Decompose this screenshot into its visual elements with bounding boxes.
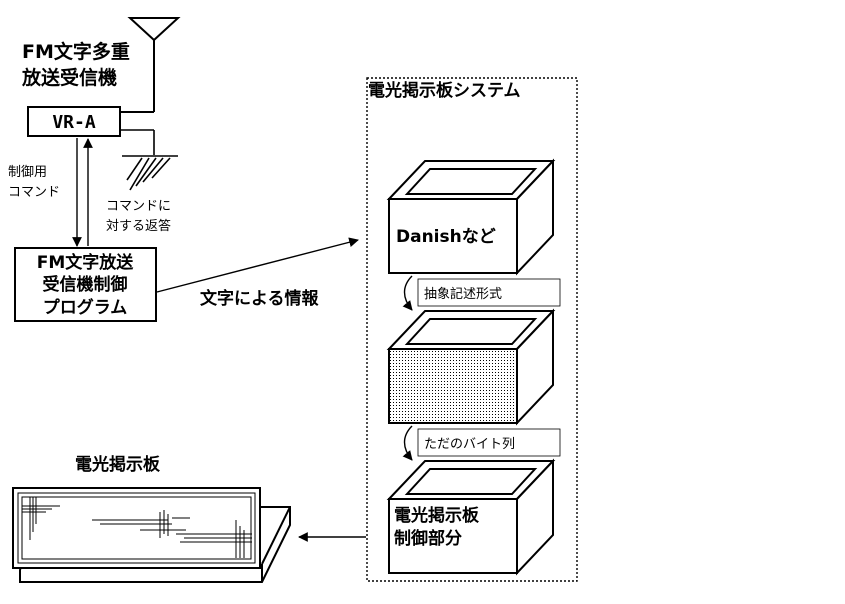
system-title: 電光掲示板システム: [368, 80, 521, 101]
program-label-line1: FM文字放送: [37, 252, 135, 273]
program-label-line3: プログラム: [43, 297, 128, 318]
system-container: [366, 77, 578, 582]
control-command-label-line1: 制御用: [8, 165, 47, 180]
text-info-label: 文字による情報: [200, 288, 319, 309]
box-danish-label: Danishなど: [396, 227, 496, 247]
control-label-line2: 制御部分: [394, 528, 462, 549]
board-title: 電光掲示板: [75, 454, 161, 475]
box-abstract: [386, 308, 556, 426]
abstract-label-box: [417, 278, 561, 307]
receiver-title-line2: 放送受信機: [21, 66, 117, 89]
signboard-display-lines: [22, 497, 252, 558]
command-arrows: [72, 138, 93, 247]
ground-icon: [120, 129, 178, 191]
bytes-label-box: [417, 428, 561, 457]
response-label-line1: コマンドに: [106, 199, 171, 214]
program-box: [14, 247, 157, 322]
control-label-line1: 電光掲示板: [394, 505, 480, 526]
control-command-label-line2: コマンド: [8, 185, 60, 200]
receiver-title-line1: FM文字多重: [22, 40, 130, 63]
receiver-device-box: [27, 106, 121, 137]
antenna-icon: [120, 17, 181, 113]
abstract-label: 抽象記述形式: [424, 286, 502, 302]
text-info-arrow: [156, 237, 359, 293]
connector-abstract: [402, 275, 413, 311]
signboard-device: [12, 487, 291, 583]
box-control: [386, 458, 556, 576]
bytes-label: ただのバイト列: [424, 437, 515, 452]
response-label-line2: 対する返答: [106, 218, 171, 234]
receiver-device-label: VR-A: [52, 112, 96, 133]
box-danish: [386, 158, 556, 276]
program-label-line2: 受信機制御: [43, 274, 128, 295]
connector-bytes: [402, 425, 413, 461]
